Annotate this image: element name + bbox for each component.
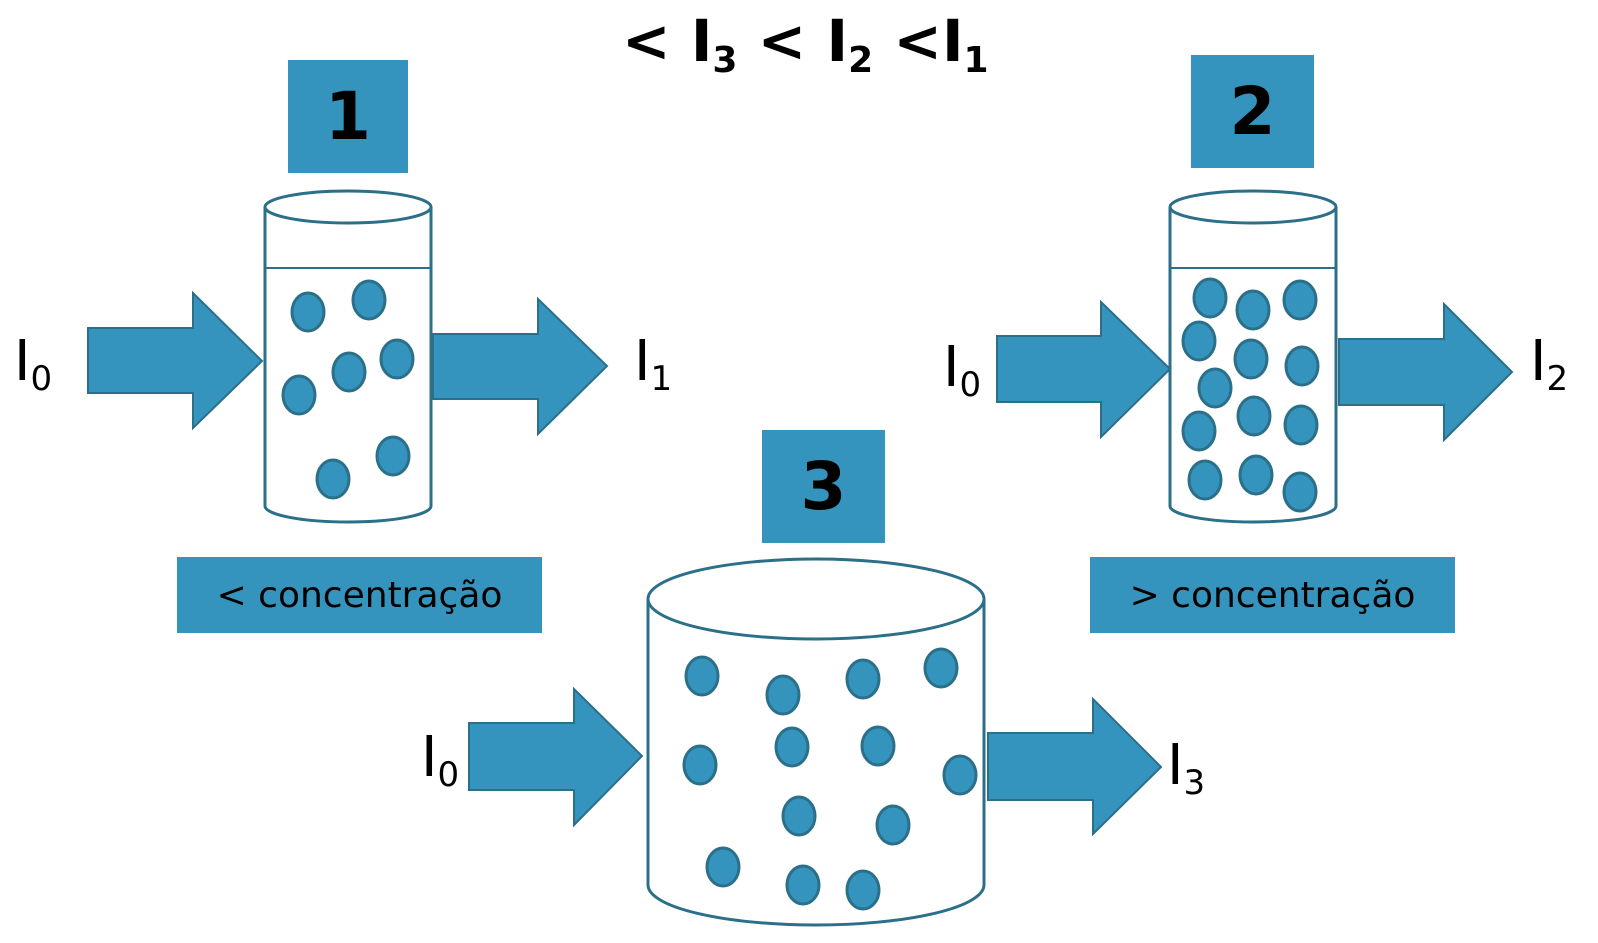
cuvette-3-number-box: 3 bbox=[762, 430, 885, 543]
title-lt-1: < bbox=[622, 7, 671, 75]
cuvette-3-output-intensity-label: I3 bbox=[1167, 733, 1206, 804]
particle bbox=[1235, 289, 1271, 331]
title-i3: I3 bbox=[690, 7, 738, 81]
cuvette-3-transmitted-arrow bbox=[987, 696, 1163, 837]
particle bbox=[1238, 454, 1274, 496]
particle bbox=[923, 647, 959, 689]
particle bbox=[1233, 338, 1269, 380]
particle bbox=[315, 458, 351, 500]
cuvette-1-input-intensity-label: I0 bbox=[14, 329, 53, 400]
cuvette-3-rim bbox=[646, 557, 986, 641]
particle bbox=[682, 744, 718, 786]
cuvette-3-particles bbox=[682, 647, 978, 911]
cuvette-2-rim bbox=[1168, 189, 1338, 225]
cuvette-3-input-intensity-label: I0 bbox=[421, 725, 460, 796]
cuvette-2-transmitted-arrow bbox=[1338, 301, 1514, 443]
particle bbox=[1192, 277, 1228, 319]
cuvette-1-output-intensity-label: I1 bbox=[634, 329, 673, 400]
cuvette-3-number: 3 bbox=[800, 448, 847, 525]
particle bbox=[1282, 471, 1318, 513]
cuvette-2-number: 2 bbox=[1229, 73, 1276, 150]
cuvette-2-incident-arrow bbox=[996, 299, 1172, 440]
particle bbox=[765, 674, 801, 716]
particle bbox=[705, 846, 741, 888]
particle bbox=[281, 374, 317, 416]
particle bbox=[1187, 459, 1223, 501]
intensity-relation-title: < I3 < I2 <I1 bbox=[622, 12, 989, 79]
cuvette-1-particles bbox=[281, 279, 415, 500]
cuvette-3-incident-arrow bbox=[468, 686, 644, 828]
cuvette-1-transmitted-arrow bbox=[432, 296, 609, 437]
cuvette-2-particles bbox=[1181, 277, 1320, 513]
cuvette-1-number-box: 1 bbox=[288, 60, 408, 173]
title-lt-3: < bbox=[893, 7, 942, 75]
particle bbox=[1197, 367, 1233, 409]
particle bbox=[860, 725, 896, 767]
cuvette-1 bbox=[263, 189, 433, 524]
cuvette-1-rim bbox=[263, 189, 433, 225]
particle bbox=[375, 435, 411, 477]
particle bbox=[845, 658, 881, 700]
particle bbox=[781, 795, 817, 837]
particle bbox=[1283, 404, 1319, 446]
cuvette-2-input-intensity-label: I0 bbox=[943, 335, 982, 406]
particle bbox=[1284, 345, 1320, 387]
cuvette-1-caption: < concentração bbox=[216, 574, 503, 616]
cuvette-2-number-box: 2 bbox=[1191, 55, 1314, 168]
particle bbox=[331, 351, 367, 393]
particle bbox=[379, 338, 415, 380]
title-i1: I1 bbox=[941, 7, 989, 81]
particle bbox=[351, 279, 387, 321]
particle bbox=[785, 864, 821, 906]
cuvette-1-incident-arrow bbox=[87, 290, 264, 431]
title-lt-2: < bbox=[757, 7, 807, 75]
cuvette-2 bbox=[1168, 189, 1338, 524]
cuvette-2-caption: > concentração bbox=[1129, 574, 1416, 616]
cuvette-2-output-intensity-label: I2 bbox=[1530, 329, 1569, 400]
particle bbox=[1181, 320, 1217, 362]
particle bbox=[684, 655, 720, 697]
particle bbox=[875, 804, 911, 846]
particle bbox=[1282, 279, 1318, 321]
cuvette-1-caption-box: < concentração bbox=[177, 557, 542, 633]
cuvette-3 bbox=[646, 557, 986, 927]
particle bbox=[1236, 395, 1272, 437]
cuvette-1-number: 1 bbox=[325, 78, 371, 155]
particle bbox=[942, 754, 978, 796]
particle bbox=[845, 869, 881, 911]
particle bbox=[1181, 410, 1217, 452]
title-i2: I2 bbox=[826, 7, 874, 81]
cuvette-2-caption-box: > concentração bbox=[1090, 557, 1455, 633]
particle bbox=[290, 291, 326, 333]
particle bbox=[774, 726, 810, 768]
